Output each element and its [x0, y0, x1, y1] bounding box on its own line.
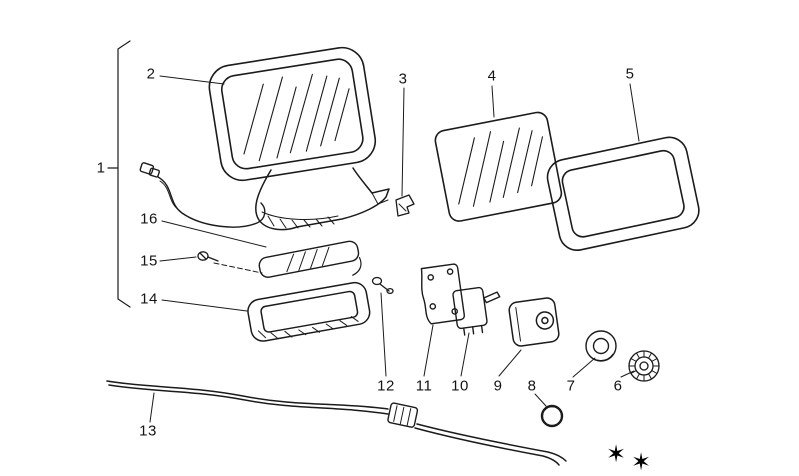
knob-housing [508, 297, 560, 347]
gasket [258, 240, 362, 278]
callout-1-assembly: 1 [96, 159, 106, 177]
bolt-12 [371, 276, 394, 295]
round-cap [540, 404, 564, 428]
screw-15 [197, 251, 263, 274]
callout-15-screw: 15 [140, 252, 158, 270]
callout-2-mirror-housing: 2 [146, 65, 156, 83]
callout-16-gasket: 16 [140, 210, 158, 228]
leader-lines [149, 75, 640, 423]
callout-14-base-cover: 14 [140, 290, 158, 308]
mirror-housing-glass-hatching [243, 73, 350, 162]
gasket-hatching [286, 246, 330, 273]
base-cover-hatching [257, 316, 359, 340]
callout-10-switch: 10 [451, 377, 469, 395]
knurl-ticks [628, 350, 660, 382]
washer [585, 330, 617, 362]
mirror-cable [139, 162, 266, 228]
callout-5-mirror-frame: 5 [625, 65, 635, 83]
knurled-nut [628, 350, 660, 382]
callout-13-harness: 13 [139, 422, 157, 440]
callout-8-cap: 8 [527, 377, 537, 395]
mirror-glass [434, 111, 563, 222]
star-icon: ✶ [630, 449, 652, 476]
callout-9-knob-housing: 9 [493, 377, 503, 395]
wiring-harness [106, 380, 567, 466]
mirror-glass-hatching [458, 127, 544, 207]
mirror-frame [546, 136, 700, 251]
harness-connector [387, 402, 419, 428]
retaining-clip [395, 194, 415, 217]
callout-3-clip: 3 [398, 70, 408, 88]
mirror-housing [208, 46, 377, 182]
mirror-arm-hatching [267, 215, 335, 229]
toggle-switch [452, 286, 501, 336]
mounting-plate [420, 263, 465, 325]
base-cover [247, 281, 371, 342]
mirror-arm [255, 167, 390, 231]
assembly-bracket [107, 40, 131, 308]
callout-12-bolt: 12 [377, 377, 395, 395]
callout-7-washer: 7 [566, 377, 576, 395]
callout-11-plate: 11 [415, 377, 433, 395]
callout-4-mirror-glass: 4 [487, 67, 497, 85]
callout-6-knurled-nut: 6 [613, 377, 623, 395]
star-icon: ✶ [605, 441, 627, 468]
